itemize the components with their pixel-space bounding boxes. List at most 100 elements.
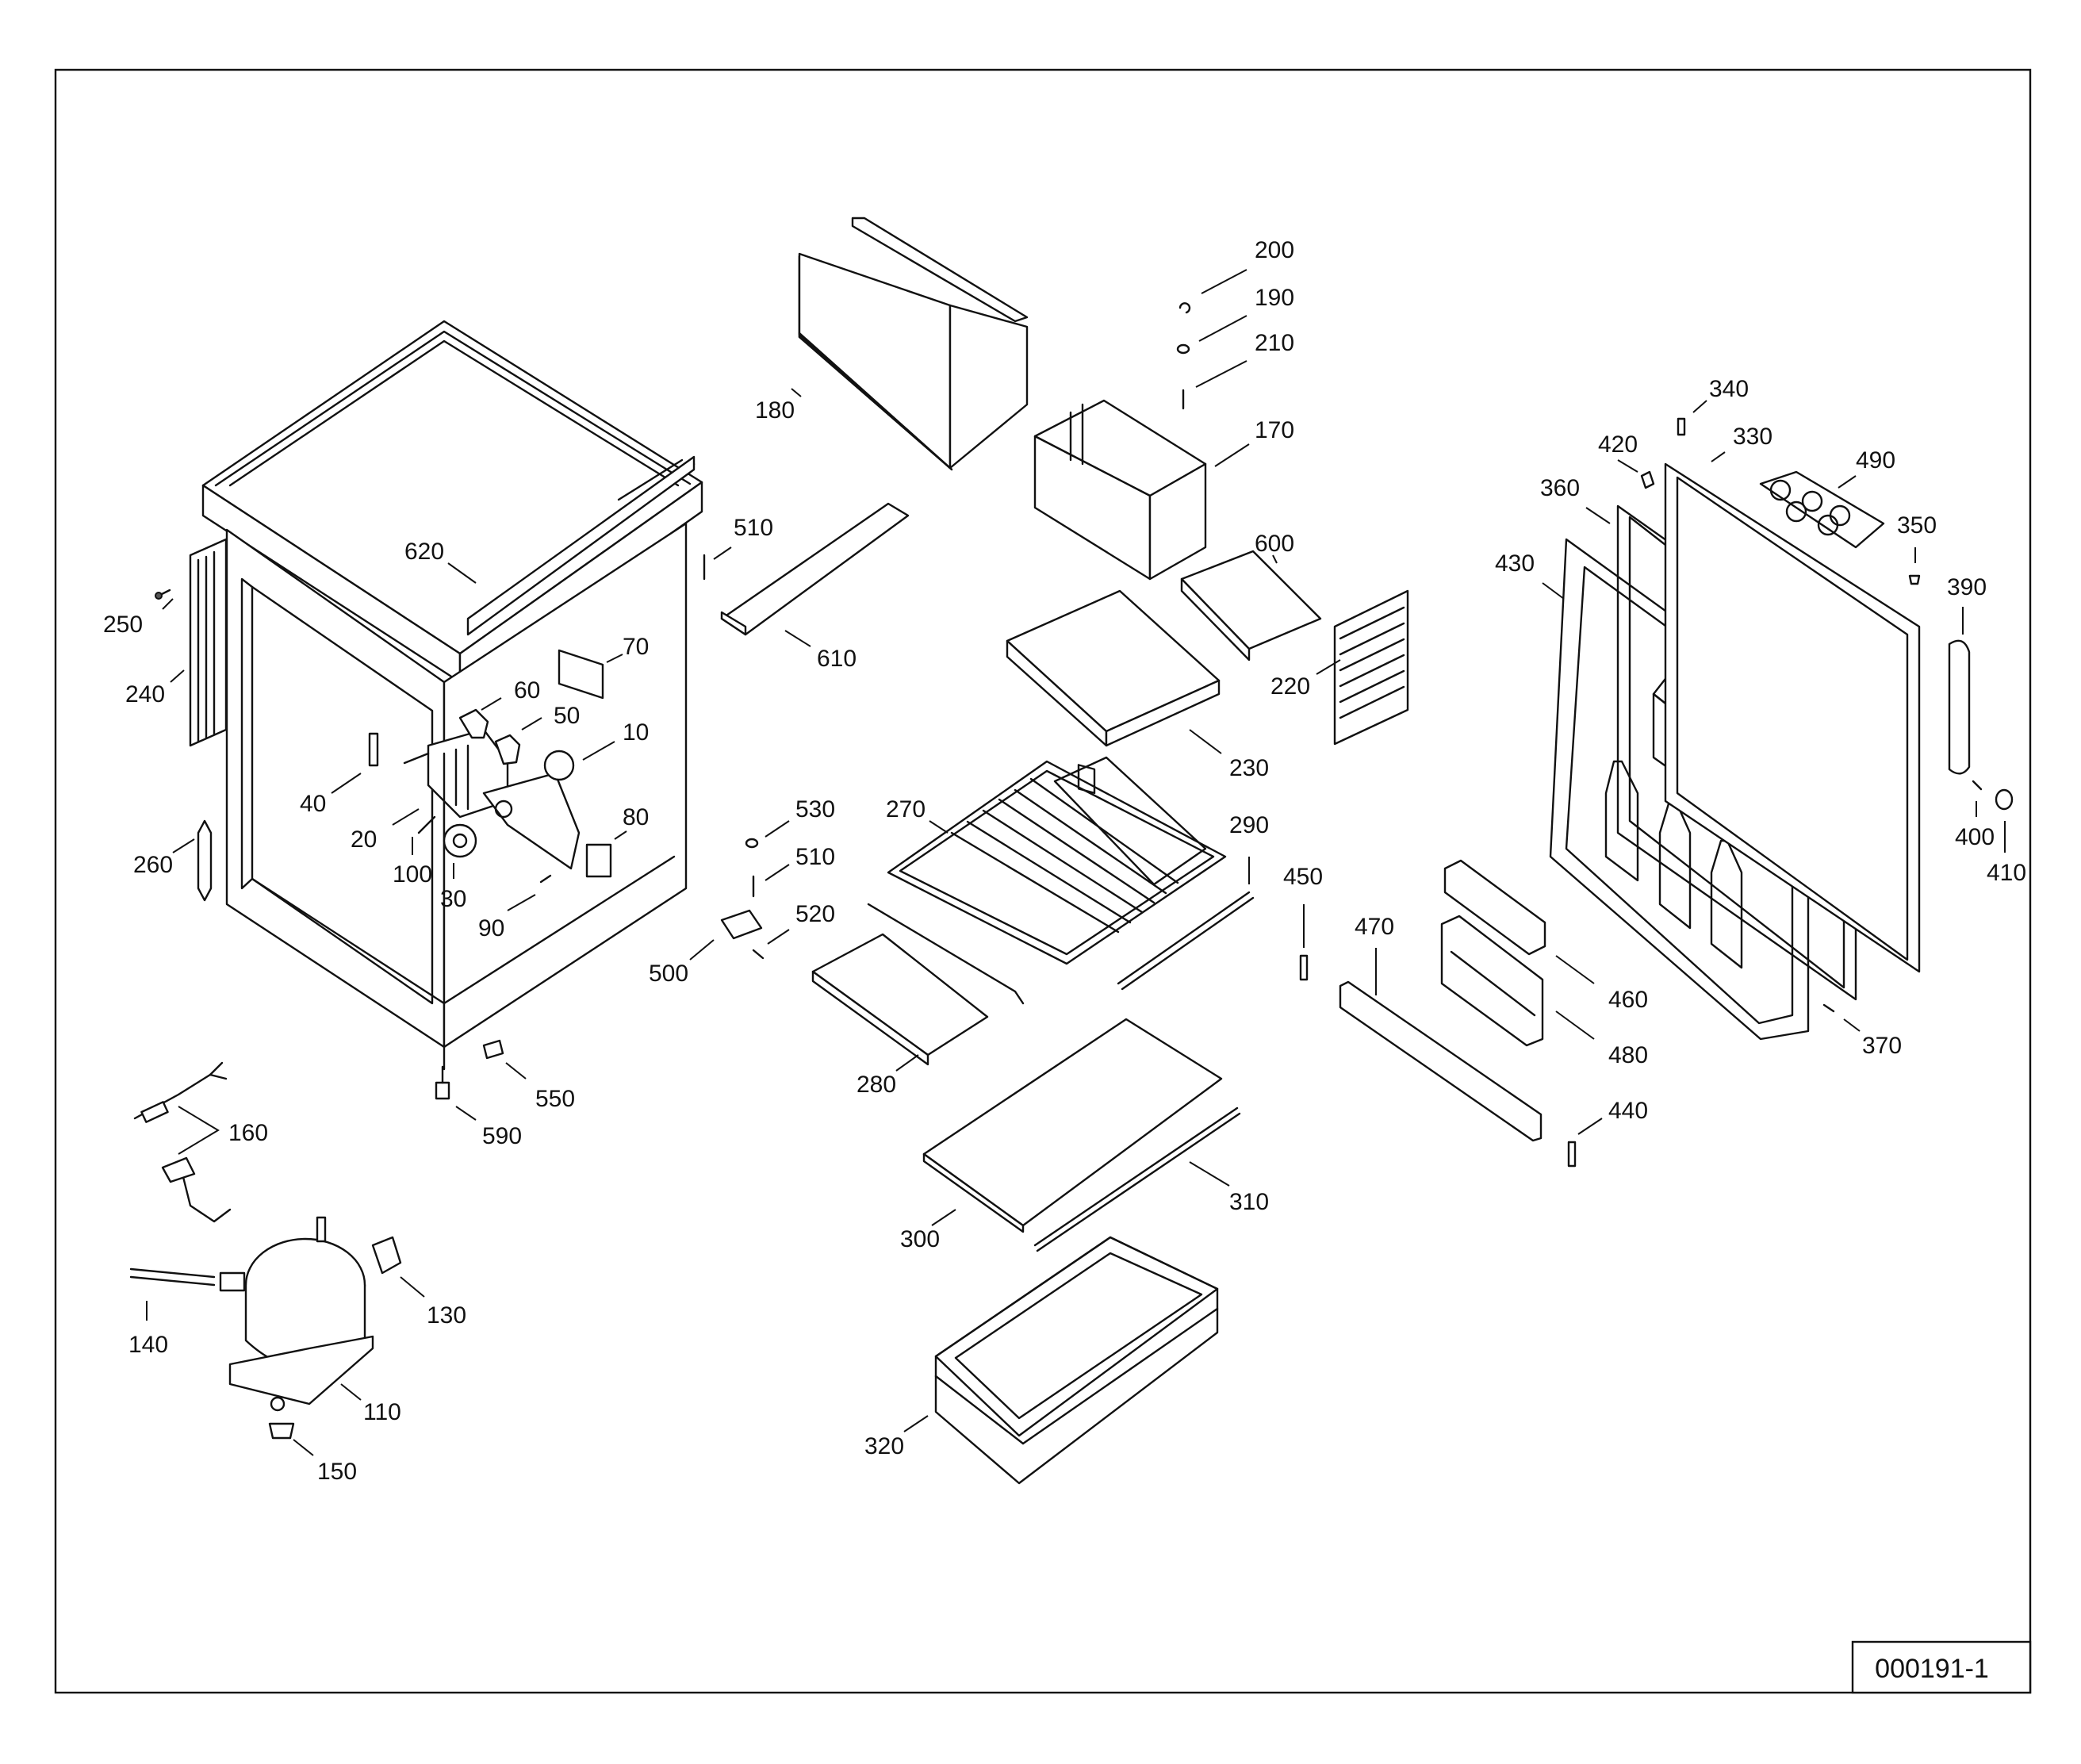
callout-310: 310 [1229, 1189, 1269, 1215]
callout-180: 180 [755, 397, 795, 424]
leader-280 [895, 1054, 919, 1072]
leader-170 [1214, 443, 1250, 467]
callout-450: 450 [1283, 864, 1323, 890]
leader-250 [162, 598, 174, 610]
leader-190 [1198, 315, 1247, 342]
cap-350-shape [1908, 574, 1921, 585]
leader-550 [505, 1062, 527, 1079]
leader-150 [293, 1439, 314, 1456]
callout-290: 290 [1229, 812, 1269, 838]
callout-60: 60 [514, 677, 540, 704]
leader-320 [903, 1415, 929, 1432]
callout-350: 350 [1897, 512, 1937, 539]
screw-400-shape [1972, 780, 1983, 791]
callout-500: 500 [649, 961, 688, 987]
callout-280: 280 [857, 1072, 896, 1098]
egg-holder-part [1759, 470, 1885, 549]
pin-340-shape [1677, 417, 1686, 436]
callout-110: 110 [363, 1399, 401, 1425]
outer-door-inner [1676, 476, 1909, 961]
callout-460: 460 [1608, 987, 1648, 1013]
callout-230: 230 [1229, 755, 1269, 781]
rail-470-part [1339, 980, 1543, 1142]
leader-480 [1555, 1010, 1595, 1040]
door-bin-480-part [1440, 915, 1544, 1047]
part-40-shape [368, 732, 379, 767]
callout-470: 470 [1355, 914, 1394, 940]
screw-370-shape [1822, 1003, 1835, 1013]
leader-490 [1838, 475, 1857, 489]
small-shelf-part [811, 933, 989, 1066]
wire-shelf-part [867, 756, 1227, 1005]
ice-tray-part [1180, 550, 1322, 662]
strip-310-shape-2 [1036, 1112, 1241, 1252]
foot-590-part [435, 1065, 450, 1100]
trim-strip-part [466, 455, 696, 636]
callout-590: 590 [482, 1123, 522, 1149]
leader-460 [1555, 955, 1595, 984]
callout-210: 210 [1255, 330, 1294, 356]
crisper-part [934, 1236, 1219, 1485]
pin-420-shape [1640, 470, 1655, 489]
callout-80: 80 [623, 804, 649, 830]
bracket-610-part [720, 502, 910, 636]
drip-tray-part [1006, 589, 1221, 747]
leader-270 [929, 820, 949, 834]
callout-260: 260 [133, 852, 173, 878]
knob-30-shape [443, 823, 477, 858]
callout-490: 490 [1856, 447, 1895, 474]
callout-620: 620 [404, 539, 444, 565]
leader-180 [791, 388, 802, 397]
leader-130 [400, 1276, 425, 1298]
strip-310-shape [1033, 1106, 1239, 1247]
leader-590 [455, 1106, 477, 1121]
leader-510b [765, 864, 790, 881]
callout-240: 240 [125, 681, 165, 708]
screw-250-part [155, 589, 171, 600]
callout-330: 330 [1733, 424, 1772, 450]
callout-90: 90 [478, 915, 504, 941]
callout-600: 600 [1255, 531, 1294, 557]
leader-10 [582, 741, 615, 761]
callout-160: 160 [228, 1120, 268, 1146]
callout-510a: 510 [734, 515, 773, 541]
knob-10-shape [543, 750, 575, 781]
callout-410: 410 [1987, 860, 2026, 886]
leader-160 [178, 1106, 220, 1155]
callout-10: 10 [623, 719, 649, 746]
part-130-shape [371, 1236, 402, 1275]
leader-610 [784, 630, 811, 647]
callout-430: 430 [1495, 550, 1535, 577]
callout-360: 360 [1540, 475, 1580, 501]
callout-480: 480 [1608, 1042, 1648, 1068]
screw-90-shape [539, 874, 552, 884]
socket-50-shape [494, 734, 521, 765]
leader-260 [172, 838, 195, 853]
callout-100: 100 [393, 861, 432, 888]
callout-530: 530 [795, 796, 835, 823]
evaporator-part [1033, 399, 1207, 795]
clip-450-shape [1299, 954, 1309, 981]
screw-20-shape [417, 815, 436, 834]
callout-250: 250 [103, 612, 143, 638]
leader-20 [392, 808, 420, 826]
hinge-500-part [720, 909, 763, 940]
power-cord-part [133, 1061, 232, 1223]
leader-90 [507, 894, 536, 911]
leader-500 [689, 939, 715, 961]
callout-390: 390 [1947, 574, 1987, 600]
leader-210 [1195, 360, 1247, 388]
callout-50: 50 [554, 703, 580, 729]
leader-370 [1843, 1018, 1861, 1032]
leader-300 [931, 1209, 956, 1226]
leader-60 [481, 697, 502, 711]
leader-620 [447, 562, 477, 584]
callout-40: 40 [300, 791, 326, 817]
callout-520: 520 [795, 901, 835, 927]
leader-230 [1189, 729, 1222, 754]
callout-340: 340 [1709, 376, 1749, 402]
handle-390-part [1948, 639, 1971, 775]
leader-110 [340, 1383, 362, 1401]
leader-360 [1585, 507, 1611, 524]
